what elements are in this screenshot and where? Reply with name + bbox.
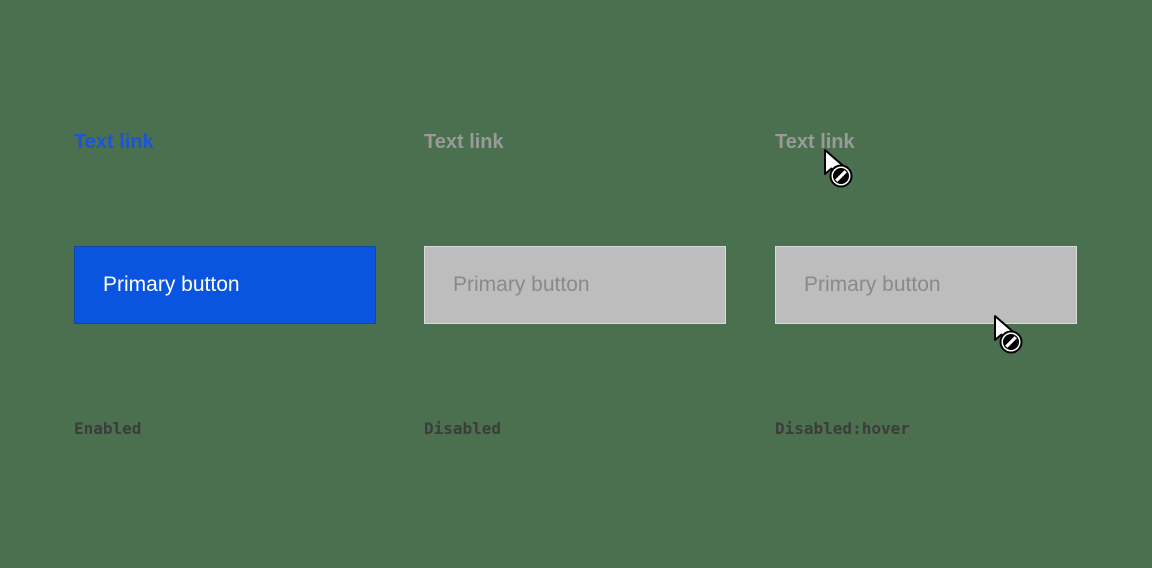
primary-button-label: Primary button bbox=[453, 273, 590, 296]
state-column-disabled: Text link Primary button Disabled bbox=[424, 0, 784, 568]
primary-button-disabled-hover: Primary button bbox=[775, 246, 1077, 324]
state-label-disabled-hover: Disabled:hover bbox=[775, 419, 910, 438]
state-label-disabled: Disabled bbox=[424, 419, 502, 438]
primary-button-label: Primary button bbox=[103, 273, 240, 296]
state-column-disabled-hover: Text link Primary button Disabled:hover bbox=[775, 0, 1135, 568]
primary-button-disabled: Primary button bbox=[424, 246, 726, 324]
text-link-disabled: Text link bbox=[424, 131, 504, 153]
state-label-enabled: Enabled bbox=[74, 419, 142, 438]
primary-button-enabled[interactable]: Primary button bbox=[74, 246, 376, 324]
state-column-enabled: Text link Primary button Enabled bbox=[74, 0, 434, 568]
text-link-disabled-hover: Text link bbox=[775, 131, 855, 153]
primary-button-label: Primary button bbox=[804, 273, 941, 296]
text-link-enabled[interactable]: Text link bbox=[74, 131, 154, 153]
